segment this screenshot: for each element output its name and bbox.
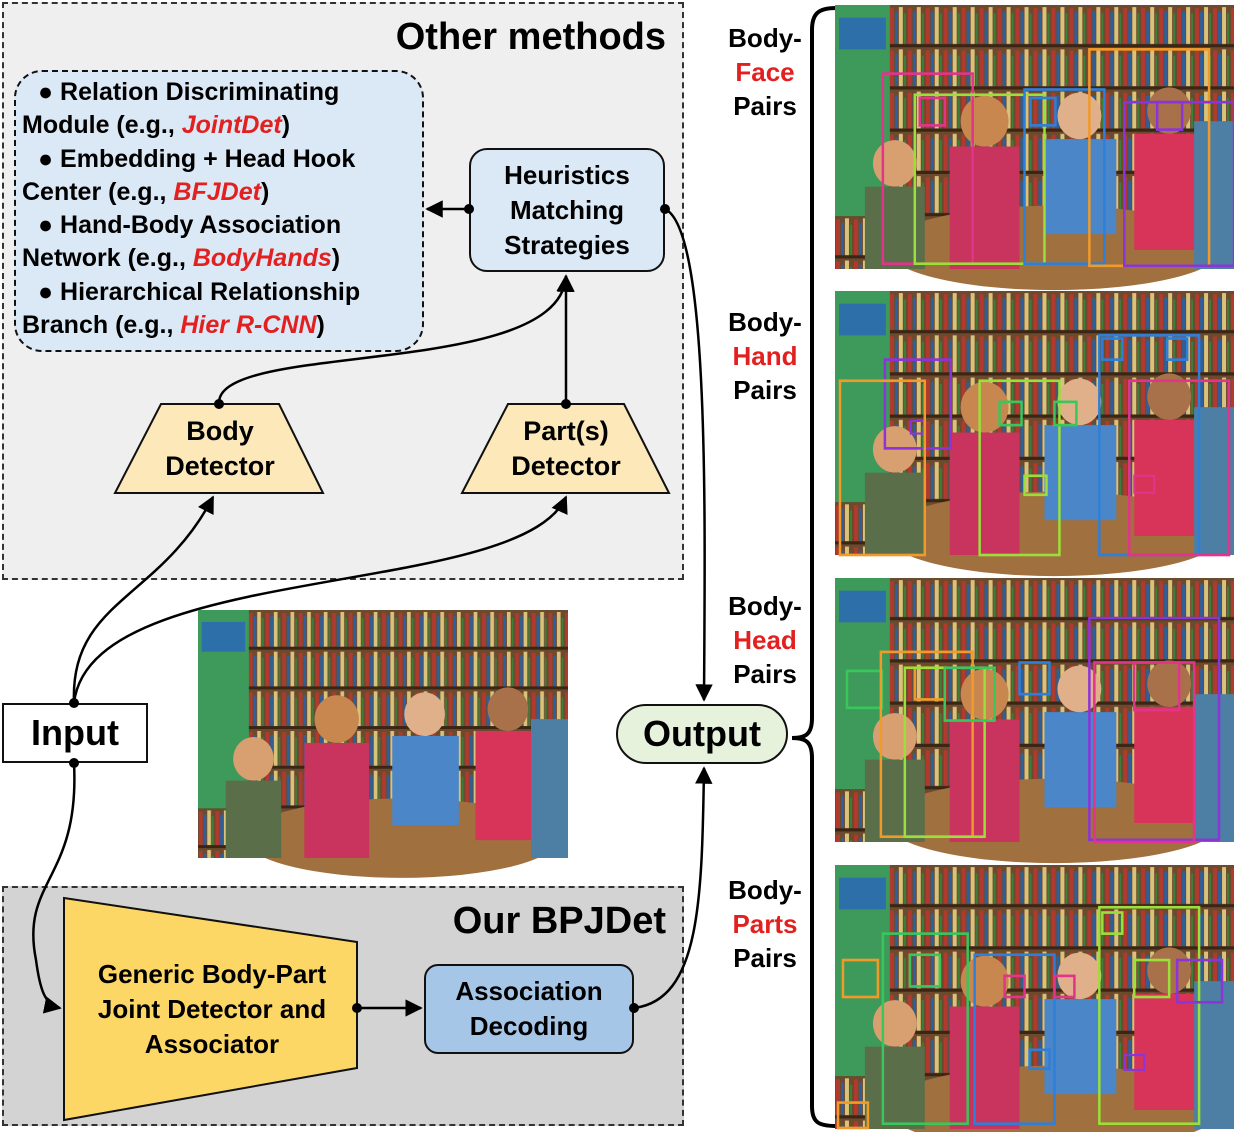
pairs-line: Body-	[728, 23, 802, 53]
body-head-result-image	[835, 578, 1234, 864]
body-parts-result-image	[835, 865, 1234, 1132]
methods-list: ● Relation Discriminating Module (e.g., …	[14, 70, 424, 352]
heuristics-to-output-arrow	[664, 207, 713, 702]
pairs-line: Body-	[728, 307, 802, 337]
method-example: Hier R-CNN	[180, 311, 317, 340]
our-bpjdet-title: Our BPJDet	[452, 900, 666, 942]
connector-dot	[629, 1003, 639, 1013]
method-suffix: )	[281, 111, 291, 140]
input-to-joint-arrow	[32, 762, 76, 1014]
connector-dot	[660, 204, 670, 214]
input-to-parts-arrow	[72, 495, 568, 704]
pairs-line: Body-	[728, 875, 802, 905]
joint-detector-label: Generic Body-Part Joint Detector and Ass…	[64, 957, 360, 1062]
connector-dot	[352, 1003, 362, 1013]
joint-detector-line: Joint Detector and	[97, 994, 327, 1024]
body-face-result-image	[835, 5, 1234, 291]
joint-detector-line: Associator	[144, 1029, 280, 1059]
detector-line: Part(s)	[523, 416, 609, 446]
method-line: Branch (e.g.,	[22, 311, 181, 340]
pairs-line: Pairs	[733, 943, 797, 973]
association-decoding-box: Association Decoding	[424, 964, 634, 1054]
method-suffix: )	[260, 177, 270, 206]
heuristics-line: Heuristics	[504, 159, 630, 190]
input-image	[198, 610, 568, 878]
pairs-line: Body-	[728, 591, 802, 621]
output-brace	[791, 6, 837, 1128]
parts-detector-shape	[460, 403, 671, 494]
method-example: JointDet	[181, 111, 282, 140]
body-parts-pairs-label: Body- Parts Pairs	[710, 873, 820, 975]
heuristics-matching-box: Heuristics Matching Strategies	[469, 148, 665, 272]
joint-detector-line: Generic Body-Part	[97, 959, 327, 989]
heuristics-line: Matching	[509, 194, 625, 225]
connector-dot	[69, 698, 79, 708]
pairs-accent: Face	[735, 57, 795, 87]
joint-detector-shape	[63, 896, 358, 1122]
body-detector-shape	[113, 403, 325, 494]
association-line: Association	[455, 976, 603, 1006]
method-example: BodyHands	[192, 244, 332, 273]
connector-dot	[561, 399, 571, 409]
pairs-line: Pairs	[733, 375, 797, 405]
parts-detector-label: Part(s) Detector	[486, 414, 646, 484]
output-box: Output	[616, 704, 788, 764]
pairs-accent: Parts	[732, 909, 798, 939]
method-item: ● Hand-Body Association Network (e.g., B…	[22, 209, 416, 276]
body-hand-result-image	[835, 291, 1234, 577]
method-line: Module (e.g.,	[22, 111, 182, 140]
pairs-accent: Head	[733, 625, 797, 655]
body-head-pairs-label: Body- Head Pairs	[710, 589, 820, 691]
method-item: ● Hierarchical Relationship Branch (e.g.…	[22, 276, 416, 343]
method-line: ● Hand-Body Association	[38, 211, 342, 240]
method-line: ● Relation Discriminating	[38, 78, 340, 106]
pairs-accent: Hand	[732, 341, 798, 371]
method-suffix: )	[331, 244, 341, 273]
method-item: ● Relation Discriminating Module (e.g., …	[22, 76, 416, 143]
method-line: Center (e.g.,	[22, 177, 174, 206]
body-hand-pairs-label: Body- Hand Pairs	[710, 305, 820, 407]
detector-line: Detector	[511, 451, 621, 481]
pairs-line: Pairs	[733, 659, 797, 689]
input-to-body-arrow	[72, 495, 215, 704]
heuristics-line: Strategies	[504, 229, 630, 260]
detector-line: Body	[186, 416, 254, 446]
method-line: Network (e.g.,	[22, 244, 193, 273]
other-methods-title: Other methods	[395, 16, 666, 58]
association-to-output-arrow	[633, 766, 713, 1010]
method-example: BFJDet	[173, 177, 261, 206]
method-line: ● Embedding + Head Hook	[38, 144, 356, 173]
association-line: Decoding	[469, 1011, 589, 1041]
method-suffix: )	[316, 311, 325, 340]
method-line: ● Hierarchical Relationship	[38, 277, 361, 306]
body-to-heuristics-arrow	[217, 274, 574, 405]
method-item: ● Embedding + Head Hook Center (e.g., BF…	[22, 143, 416, 210]
body-detector-label: Body Detector	[140, 414, 300, 484]
body-face-pairs-label: Body- Face Pairs	[710, 21, 820, 123]
connector-dot	[464, 204, 474, 214]
connector-dot	[214, 399, 224, 409]
connector-dot	[69, 758, 79, 768]
pairs-line: Pairs	[733, 91, 797, 121]
detector-line: Detector	[165, 451, 275, 481]
